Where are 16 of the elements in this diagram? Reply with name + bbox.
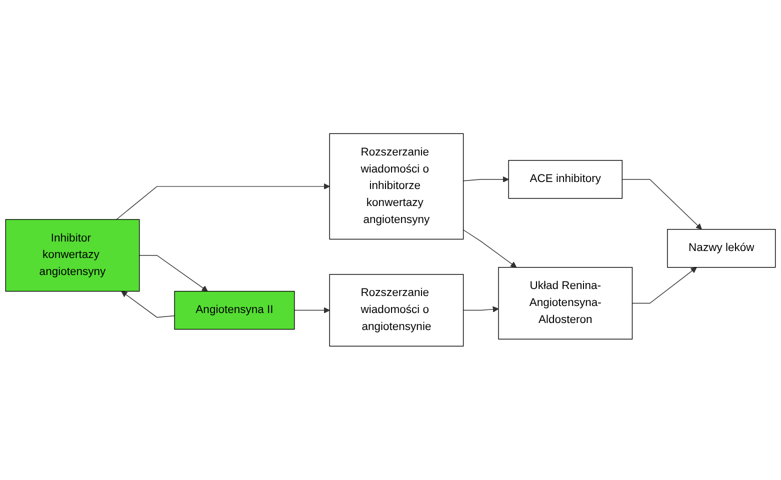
- node-box: [508, 160, 623, 199]
- node-box: [329, 274, 464, 347]
- arrow: [462, 176, 509, 183]
- arrow: [116, 183, 330, 220]
- arrow: [462, 306, 499, 312]
- arrow: [632, 267, 697, 304]
- arrow: [121, 291, 175, 318]
- arrow: [139, 255, 208, 292]
- node-box: [667, 229, 776, 268]
- node-box: [174, 291, 295, 330]
- arrow: [462, 230, 517, 268]
- node-box: [498, 267, 633, 340]
- node-box: [329, 133, 464, 240]
- arrow: [294, 307, 330, 314]
- node-box: [5, 219, 140, 292]
- arrow: [622, 179, 702, 230]
